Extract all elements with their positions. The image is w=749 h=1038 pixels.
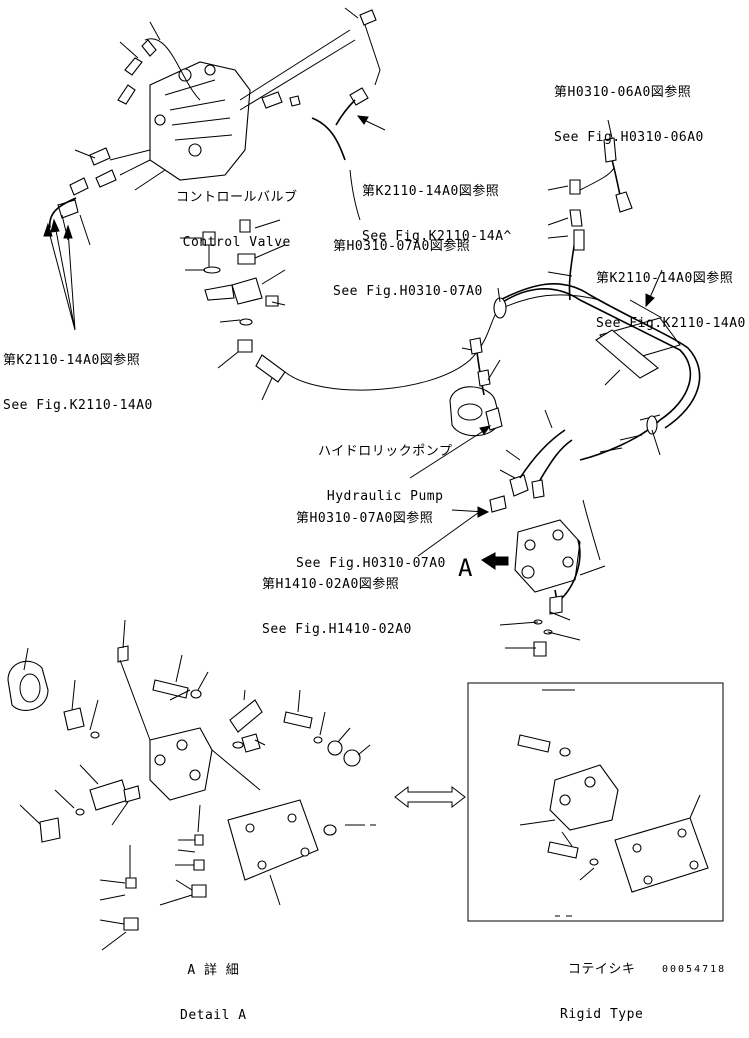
view-a-marker: A (458, 554, 473, 582)
rigid-type-caption-en: Rigid Type (560, 1007, 644, 1022)
control-valve-label-en: Control Valve (182, 235, 291, 250)
control-valve-illustration (109, 61, 251, 191)
callout-arrows (43, 115, 663, 557)
callout-k2110-14a0-right: 第K2110-14A0図参照 See Fig.K2110-14A0 (596, 241, 746, 346)
solenoid-block-assembly (489, 429, 601, 657)
hydraulic-pump-label: ハイドロリックポンプ Hydraulic Pump (318, 414, 452, 519)
drawing-number: 00054718 (662, 964, 727, 975)
double-arrow (394, 785, 466, 809)
callout-k2110-14a0-caret: 第K2110-14A0図参照 See Fig.K2110-14A^ (362, 154, 512, 259)
callout-h1410-02a0-en: See Fig.H1410-02A0 (262, 622, 412, 637)
detail-a-exploded-view (7, 645, 361, 931)
callout-h0310-06a0-jp: 第H0310-06A0図参照 (554, 85, 692, 100)
callout-h0310-06a0-en: See Fig.H0310-06A0 (554, 130, 704, 145)
callout-k2110-14a0-caret-jp: 第K2110-14A0図参照 (362, 184, 500, 199)
bracket-assembly (202, 219, 601, 391)
callout-h0310-07a0-top-jp: 第H0310-07A0図参照 (333, 239, 471, 254)
callout-k2110-14a0-right-en: See Fig.K2110-14A0 (596, 316, 746, 331)
callout-h0310-07a0-mid-jp: 第H0310-07A0図参照 (296, 511, 434, 526)
valve-fittings (49, 9, 381, 229)
callout-h0310-07a0-mid: 第H0310-07A0図参照 See Fig.H0310-07A0 (296, 481, 446, 586)
control-valve-label-jp: コントロールバルブ (176, 190, 298, 205)
callout-h0310-07a0-mid-en: See Fig.H0310-07A0 (296, 556, 446, 571)
hose-bundle (493, 239, 701, 461)
callout-h0310-07a0-top: 第H0310-07A0図参照 See Fig.H0310-07A0 (333, 209, 483, 314)
rigid-type-caption-jp: コテイシキ (567, 962, 636, 977)
hydraulic-pump-label-en: Hydraulic Pump (326, 489, 444, 504)
exploded-view-drawing (7, 7, 724, 951)
callout-k2110-14a0-left-en: See Fig.K2110-14A0 (3, 398, 153, 413)
hydraulic-pump-illustration (449, 337, 503, 437)
rigid-type-box (467, 682, 724, 922)
callout-h0310-07a0-top-en: See Fig.H0310-07A0 (333, 284, 483, 299)
view-a-arrow (481, 552, 509, 570)
leader-lines (19, 7, 701, 951)
rigid-type-caption: コテイシキ Rigid Type (560, 932, 643, 1037)
callout-h0310-06a0: 第H0310-06A0図参照 See Fig.H0310-06A0 (554, 55, 704, 160)
control-valve-label: コントロールバルブ Control Valve (176, 160, 298, 265)
callout-k2110-14a0-right-jp: 第K2110-14A0図参照 (596, 271, 734, 286)
callout-k2110-14a0-caret-en: See Fig.K2110-14A^ (362, 229, 512, 244)
detail-a-caption-jp: A 詳 細 (187, 963, 240, 978)
detail-a-caption: A 詳 細 Detail A (180, 933, 247, 1038)
callout-h1410-02a0: 第H1410-02A0図参照 See Fig.H1410-02A0 (262, 547, 412, 652)
pilot-hose-top-right (569, 137, 633, 251)
callout-k2110-14a0-left-jp: 第K2110-14A0図参照 (3, 353, 141, 368)
parts-diagram: 第H0310-06A0図参照 See Fig.H0310-06A0 コントロール… (3, 7, 746, 1023)
callout-k2110-14a0-left: 第K2110-14A0図参照 See Fig.K2110-14A0 (3, 323, 153, 428)
detail-a-caption-en: Detail A (180, 1008, 247, 1023)
callout-h1410-02a0-jp: 第H1410-02A0図参照 (262, 577, 400, 592)
hydraulic-pump-label-jp: ハイドロリックポンプ (318, 444, 453, 459)
